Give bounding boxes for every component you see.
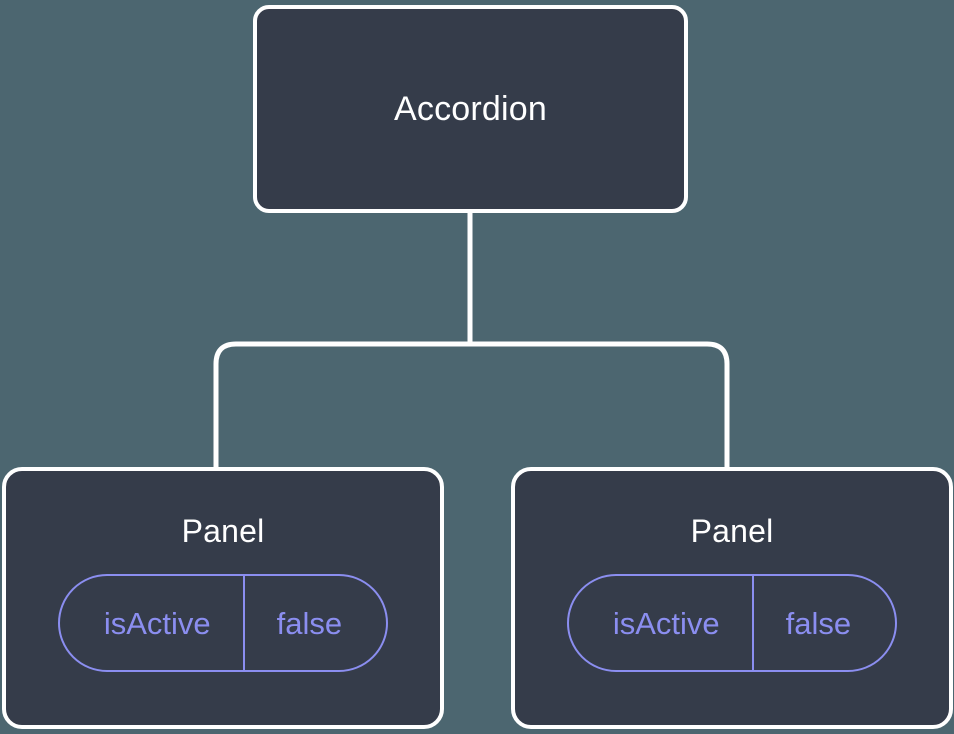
- node-panel-2-state-value: false: [751, 576, 895, 670]
- connector-branch-left: [213, 341, 470, 470]
- node-panel-1[interactable]: Panel isActive false: [2, 467, 444, 729]
- node-panel-2[interactable]: Panel isActive false: [511, 467, 953, 729]
- connector-branch-right: [470, 341, 730, 470]
- node-panel-2-title: Panel: [690, 513, 774, 549]
- node-panel-1-state-key: isActive: [103, 605, 211, 641]
- node-panel-1-state-value: false: [242, 576, 386, 670]
- node-panel-2-state-badge[interactable]: isActive false: [566, 574, 898, 672]
- node-panel-1-state-badge[interactable]: isActive false: [57, 574, 389, 672]
- node-panel-2-state-key: isActive: [612, 605, 720, 641]
- node-accordion[interactable]: Accordion: [253, 5, 688, 213]
- node-panel-1-title: Panel: [181, 513, 265, 549]
- node-accordion-title: Accordion: [394, 90, 547, 128]
